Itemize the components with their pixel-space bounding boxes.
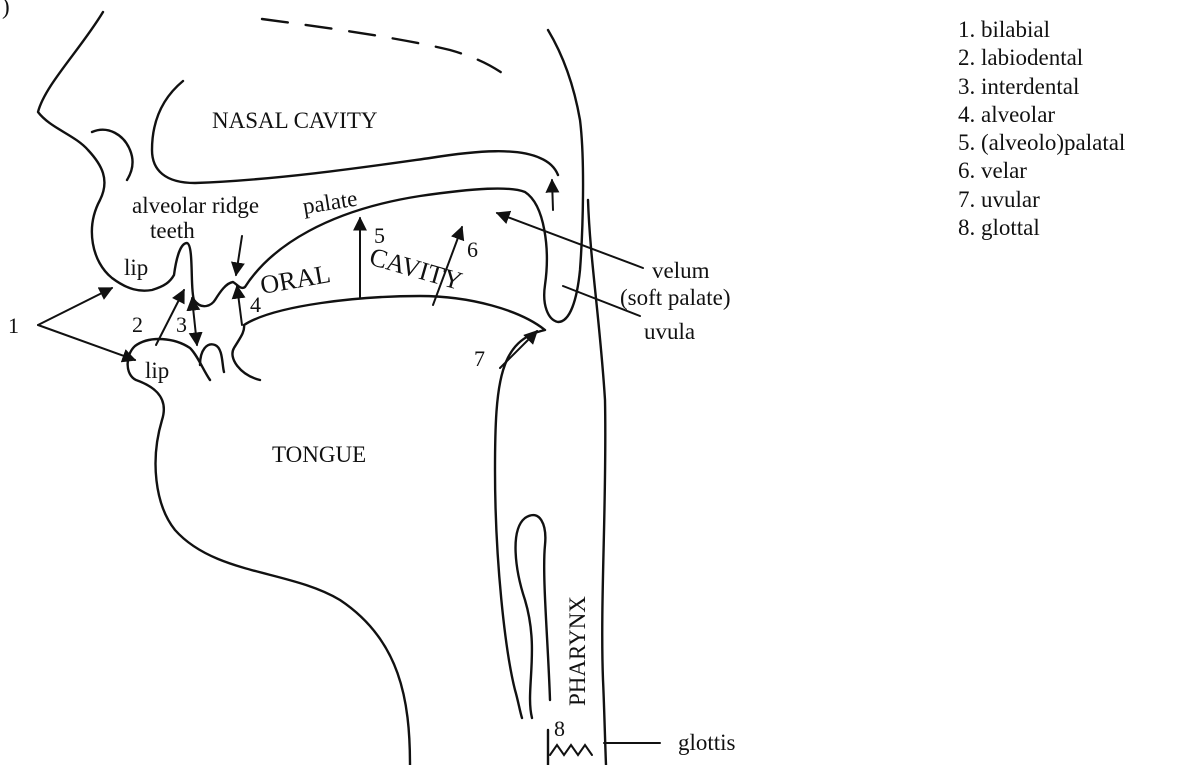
legend-item: 2. labiodental	[958, 44, 1125, 72]
place-number-8: 8	[554, 716, 565, 741]
label-oral: ORAL	[258, 259, 333, 300]
label-pharynx: PHARYNX	[565, 596, 590, 706]
place-number-7: 7	[474, 346, 485, 371]
label-nasal-cavity: NASAL CAVITY	[212, 108, 378, 133]
epiglottis	[516, 515, 550, 718]
alveolar-ridge-pointer	[236, 236, 242, 275]
label-lip-lower: lip	[145, 358, 169, 383]
arrow-7	[500, 331, 537, 368]
place-number-6: 6	[467, 237, 478, 262]
label-teeth: teeth	[150, 218, 195, 243]
place-number-1: 1	[8, 313, 19, 338]
partial-label: )	[2, 0, 10, 19]
label-soft-palate: (soft palate)	[620, 285, 730, 310]
label-lip-upper: lip	[124, 255, 148, 280]
legend-item: 3. interdental	[958, 73, 1125, 101]
dashed-skull-line	[262, 19, 505, 75]
arrow-1-upper	[38, 288, 112, 325]
legend-item: 1. bilabial	[958, 16, 1125, 44]
label-tongue: TONGUE	[272, 442, 366, 467]
nasal-airflow-arrow	[552, 180, 553, 210]
nostril-outline	[92, 130, 133, 180]
legend-item: 5. (alveolo)palatal	[958, 129, 1125, 157]
arrow-3	[192, 298, 197, 345]
label-velum: velum	[652, 258, 710, 283]
lower-lip-chin	[128, 339, 410, 765]
label-glottis: glottis	[678, 730, 736, 755]
glottis-zigzag	[550, 745, 592, 755]
legend-item: 6. velar	[958, 157, 1125, 185]
place-number-2: 2	[132, 312, 143, 337]
arrow-1-lower	[38, 325, 135, 360]
label-uvula: uvula	[644, 319, 695, 344]
place-number-4: 4	[250, 292, 261, 317]
legend-item: 8. glottal	[958, 214, 1125, 242]
place-of-articulation-legend: 1. bilabial 2. labiodental 3. interdenta…	[958, 16, 1125, 242]
arrow-4	[237, 286, 242, 325]
velum-pointer	[497, 213, 643, 268]
legend-item: 7. uvular	[958, 186, 1125, 214]
place-number-3: 3	[176, 312, 187, 337]
legend-item: 4. alveolar	[958, 101, 1125, 129]
pharynx-back-wall	[588, 200, 606, 765]
place-number-5: 5	[374, 223, 385, 248]
label-cavity: CAVITY	[366, 242, 465, 296]
label-alveolar-ridge: alveolar ridge	[132, 193, 259, 218]
